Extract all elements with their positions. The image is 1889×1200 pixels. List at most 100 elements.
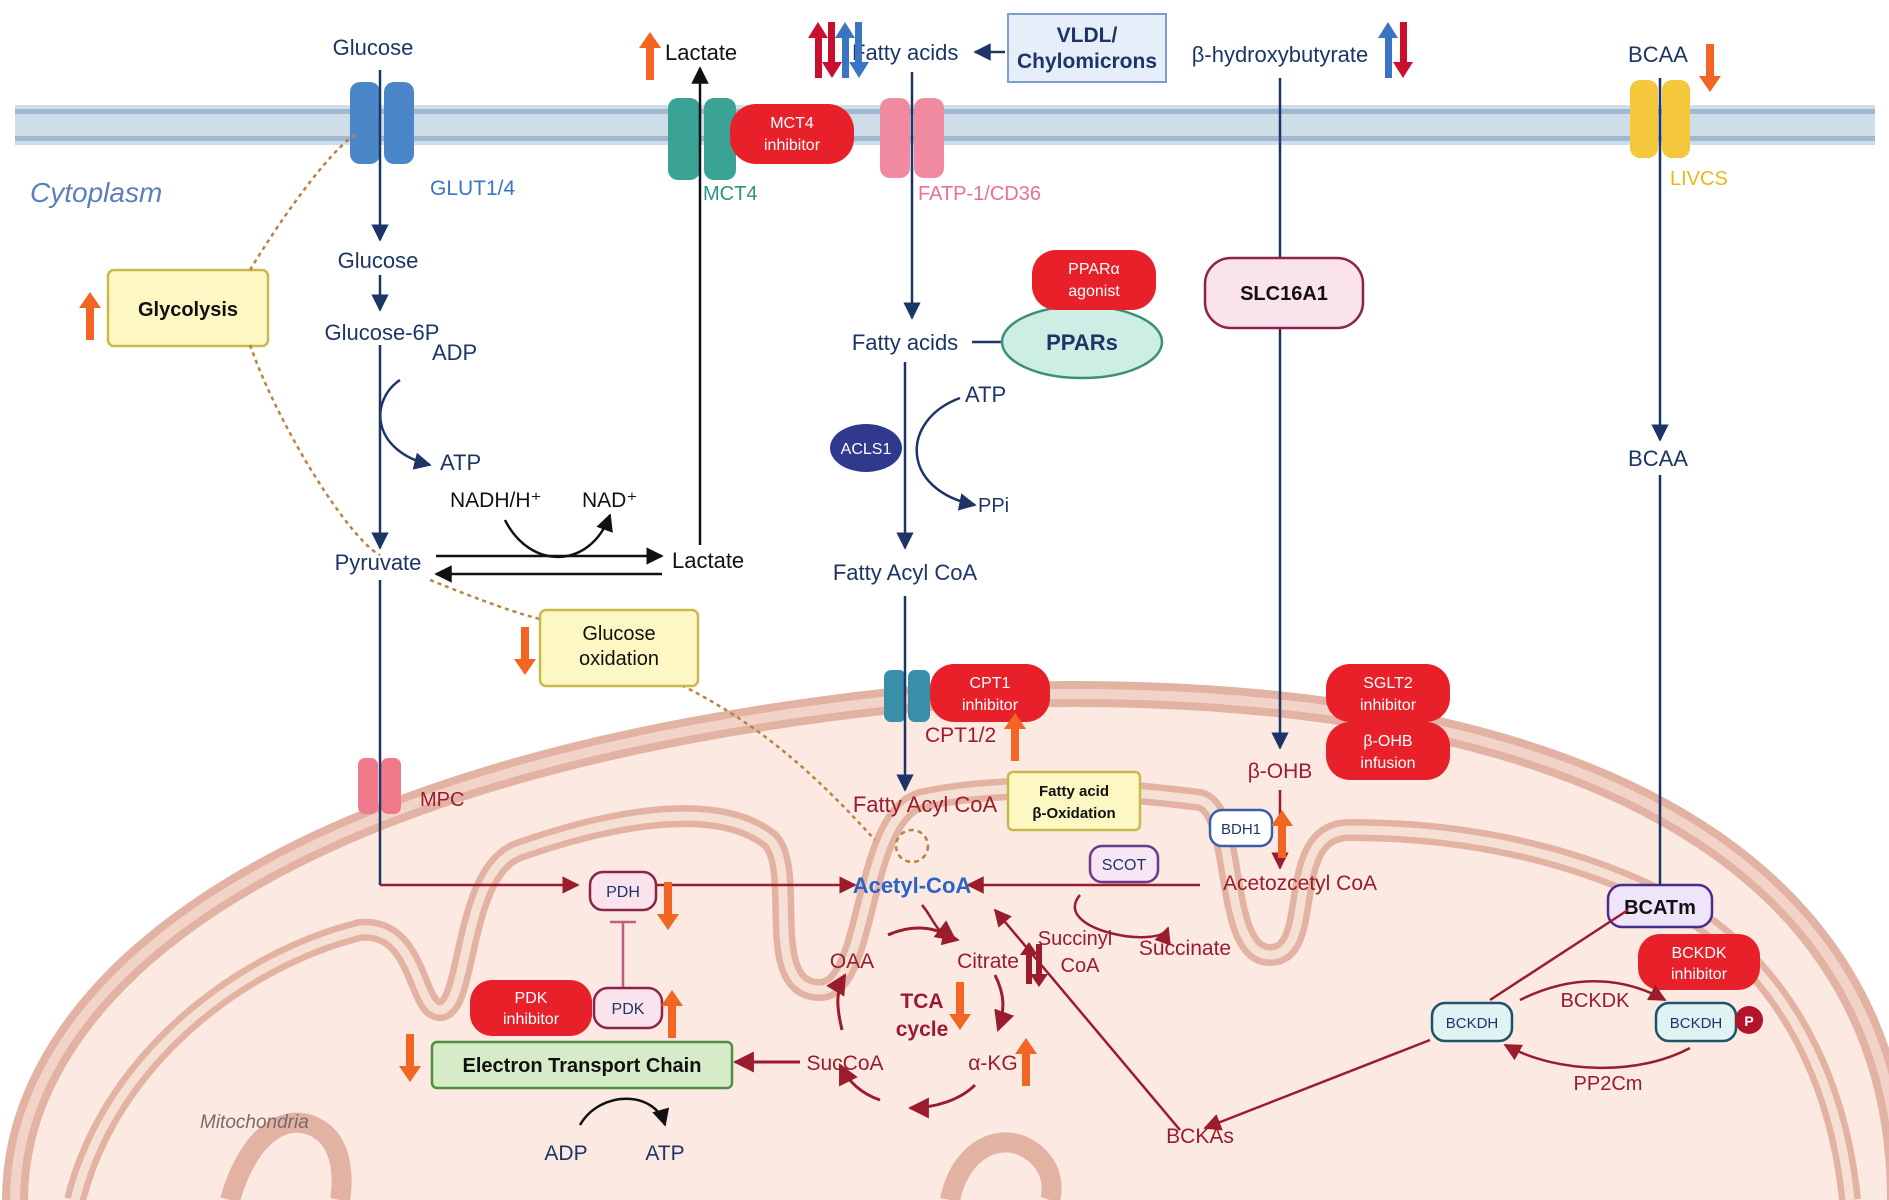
cpt-transporter-icon [884, 670, 930, 722]
glut-transporter-icon [350, 82, 414, 164]
oaa-label: OAA [830, 950, 874, 973]
bhb-extracellular-label: β-hydroxybutyrate [1192, 42, 1369, 67]
scot-label: SCOT [1102, 857, 1147, 874]
vldl-label-1: VLDL/ [1057, 24, 1118, 47]
mpc-label: MPC [420, 789, 464, 811]
pp2cm-label: PP2Cm [1574, 1073, 1643, 1095]
cytoplasm-label: Cytoplasm [30, 177, 162, 208]
bckdh-phospho-label: BCKDH [1670, 1015, 1723, 1032]
cell-membrane [15, 105, 1875, 145]
bckdh-phosphorylated-node: BCKDH P [1654, 1001, 1763, 1043]
glycolysis-box: Glycolysis [106, 268, 270, 348]
pdk-inhibitor-label-1: PDK [515, 990, 548, 1007]
succoa-label: SucCoA [806, 1052, 883, 1075]
glucose-oxidation-box: Glucose oxidation [538, 608, 700, 688]
mct4-transporter-icon [668, 98, 736, 180]
succinate-label: Succinate [1139, 937, 1231, 960]
mpc-transporter-icon [358, 758, 401, 814]
pdk-label: PDK [612, 1001, 645, 1018]
citrate-label: Citrate [957, 950, 1019, 973]
bcaa-cytosolic-label: BCAA [1628, 446, 1688, 471]
ppars-node: PPARs [1000, 304, 1164, 380]
pdk-inhibitor-badge: PDK inhibitor [470, 980, 592, 1036]
vldl-label-2: Chylomicrons [1017, 50, 1157, 73]
bckdk-label: BCKDK [1561, 990, 1631, 1012]
bohb-infusion-label-2: infusion [1360, 755, 1415, 772]
livcs-label: LIVCS [1670, 168, 1728, 190]
fatp-label: FATP-1/CD36 [918, 183, 1041, 205]
bohb-infusion-label-1: β-OHB [1363, 733, 1412, 750]
fa-oxidation-label-2: β-Oxidation [1032, 805, 1115, 822]
fatp-transporter-icon [880, 98, 944, 178]
tca-label-1: TCA [900, 990, 943, 1013]
phosphate-label: P [1744, 1013, 1753, 1029]
livcs-transporter-icon [1630, 80, 1690, 158]
mitochondria-label: Mitochondria [200, 1112, 309, 1133]
ppara-agonist-label-1: PPARα [1068, 261, 1120, 278]
bohb-label: β-OHB [1248, 760, 1313, 783]
lactate-cytosolic-label: Lactate [672, 548, 744, 573]
nad-label: NAD⁺ [582, 489, 637, 512]
glycolysis-up-arrow-icon [79, 292, 101, 340]
acls1-label: ACLS1 [841, 441, 892, 458]
fa-oxidation-label-1: Fatty acid [1039, 783, 1109, 800]
cpt-label: CPT1/2 [925, 724, 996, 747]
succinyl-coa-label-2: CoA [1061, 955, 1101, 977]
pdk-inhibitor-label-2: inhibitor [503, 1011, 560, 1028]
bckas-label: BCKAs [1166, 1125, 1234, 1148]
tca-label-2: cycle [896, 1018, 949, 1041]
bckdh-node: BCKDH [1430, 1001, 1514, 1043]
mct4-inhibitor-label-1: MCT4 [770, 115, 814, 132]
glycolysis-label: Glycolysis [138, 299, 238, 321]
mct4-inhibitor-label-2: inhibitor [764, 137, 821, 154]
glucose-oxidation-label-2: oxidation [579, 648, 659, 670]
acls1-node: ACLS1 [830, 424, 902, 472]
sglt2-inhibitor-label-2: inhibitor [1360, 697, 1417, 714]
succinyl-coa-label-1: Succinyl [1038, 928, 1112, 950]
bdh1-label: BDH1 [1221, 821, 1261, 838]
mct4-inhibitor-badge: MCT4 inhibitor [730, 104, 854, 164]
beta-oxidation-cycle-icon [894, 828, 930, 864]
citrate-up-down-arrows-icon [1020, 942, 1048, 987]
fatty-acids-cytosolic-label: Fatty acids [852, 330, 958, 355]
bohb-infusion-badge: β-OHB infusion [1326, 722, 1450, 780]
bckdk-inhibitor-label-2: inhibitor [1671, 966, 1728, 983]
ppars-label: PPARs [1046, 330, 1118, 355]
fatty-acyl-coa-cytosolic-label: Fatty Acyl CoA [833, 560, 978, 585]
slc16a1-node: SLC16A1 [1203, 256, 1365, 330]
fatty-acyl-coa-mito-label: Fatty Acyl CoA [853, 792, 998, 817]
acetyl-coa-label: Acetyl-CoA [853, 873, 972, 898]
bcatm-node: BCATm [1606, 883, 1714, 929]
ppara-agonist-badge: PPARα agonist [1032, 250, 1156, 310]
akg-label: α-KG [968, 1052, 1017, 1075]
glucose-oxidation-label-1: Glucose [582, 623, 655, 645]
glucose-6p-label: Glucose-6P [325, 320, 440, 345]
bcaa-extracellular-label: BCAA [1628, 42, 1688, 67]
adp-glycolysis-label: ADP [432, 340, 477, 365]
lactate-up-arrow-icon [639, 32, 661, 80]
scot-node: SCOT [1088, 844, 1160, 884]
fa-oxidation-box: Fatty acid β-Oxidation [1006, 770, 1142, 832]
bhb-up-down-arrows-icon [1378, 22, 1413, 78]
bcatm-label: BCATm [1624, 897, 1696, 919]
pdh-node: PDH [588, 870, 658, 912]
sglt2-inhibitor-label-1: SGLT2 [1363, 675, 1413, 692]
bckdk-inhibitor-badge: BCKDK inhibitor [1638, 934, 1760, 990]
pdh-label: PDH [606, 884, 640, 901]
glucose-oxidation-down-arrow-icon [514, 627, 536, 675]
ppi-label: PPi [978, 495, 1009, 517]
adp-etc-label: ADP [544, 1142, 587, 1165]
atp-etc-label: ATP [645, 1142, 684, 1165]
slc16a1-label: SLC16A1 [1240, 283, 1328, 305]
glut-label: GLUT1/4 [430, 177, 516, 200]
acetoacetyl-coa-label: Acetozcetyl CoA [1223, 872, 1377, 895]
etc-box: Electron Transport Chain [430, 1040, 734, 1090]
cpt1-inhibitor-label-2: inhibitor [962, 697, 1019, 714]
cpt1-inhibitor-badge: CPT1 inhibitor [930, 664, 1050, 722]
etc-label: Electron Transport Chain [463, 1055, 702, 1077]
bcaa-down-arrow-icon [1699, 44, 1721, 92]
glucose-cytosolic-label: Glucose [338, 248, 419, 273]
nadh-label: NADH/H⁺ [450, 489, 542, 512]
cpt1-inhibitor-label-1: CPT1 [970, 675, 1011, 692]
